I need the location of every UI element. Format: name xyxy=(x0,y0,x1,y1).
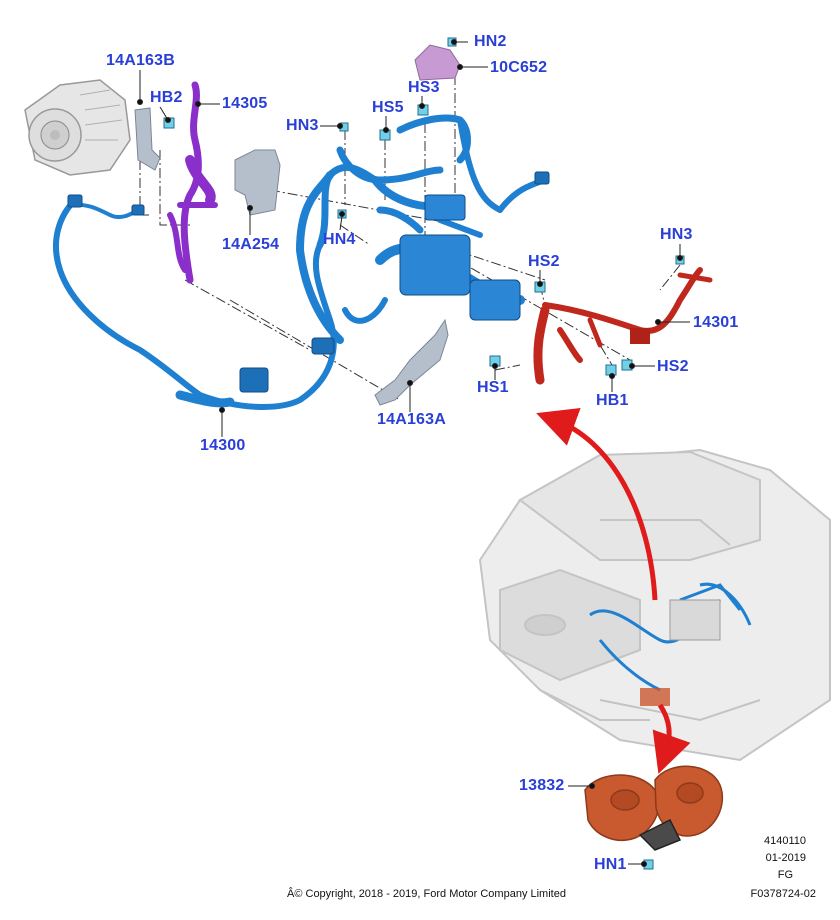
alternator-icon xyxy=(24,79,131,176)
harness-connectors xyxy=(67,171,550,393)
callout-13832: 13832 xyxy=(519,777,565,794)
vehicle-battery xyxy=(669,599,721,641)
bracket-14A254 xyxy=(234,149,281,216)
figure-code-2: 01-2019 xyxy=(765,852,806,864)
battery-cable-14301 xyxy=(533,267,713,385)
callout-14A163A: 14A163A xyxy=(377,411,447,428)
callout-HS2-bottom: HS2 xyxy=(657,358,689,375)
callout-HS5: HS5 xyxy=(372,99,404,116)
callout-HN3-right: HN3 xyxy=(660,226,693,243)
figure-code-1: 4140110 xyxy=(763,835,806,847)
callout-14A163B: 14A163B xyxy=(106,52,176,69)
callout-HS3: HS3 xyxy=(408,79,440,96)
callout-HN1: HN1 xyxy=(594,856,627,873)
engine-harness-14300 xyxy=(53,114,548,410)
figure-code-4: F0378724-02 xyxy=(750,888,816,900)
bracket-10C652 xyxy=(414,44,461,81)
battery-cable-terminal xyxy=(630,328,650,344)
horn-icon xyxy=(584,765,724,851)
callout-14301: 14301 xyxy=(693,314,739,331)
bracket-14A163A xyxy=(374,318,449,406)
arrow-to-harness xyxy=(536,408,658,601)
callout-HN3-top: HN3 xyxy=(286,117,319,134)
bracket-14A163B xyxy=(134,107,161,171)
callout-14A254: 14A254 xyxy=(222,236,280,253)
callout-HB1: HB1 xyxy=(596,392,629,409)
vehicle-icon xyxy=(478,448,831,762)
figure-code-3: FG xyxy=(777,869,793,881)
callout-HN4: HN4 xyxy=(323,231,356,248)
callout-HS2-top: HS2 xyxy=(528,253,560,270)
callout-14305: 14305 xyxy=(222,95,268,112)
vehicle-horn-highlight xyxy=(640,688,670,706)
alternator-harness-14305 xyxy=(167,81,218,284)
callout-HN2: HN2 xyxy=(474,33,507,50)
copyright-text: Â© Copyright, 2018 - 2019, Ford Motor Co… xyxy=(287,888,566,900)
callout-14300: 14300 xyxy=(200,437,246,454)
callout-HB2: HB2 xyxy=(150,89,183,106)
callout-leaders xyxy=(137,39,690,867)
callout-HS1: HS1 xyxy=(477,379,509,396)
callout-10C652: 10C652 xyxy=(490,59,548,76)
arrow-to-horn xyxy=(652,703,691,774)
